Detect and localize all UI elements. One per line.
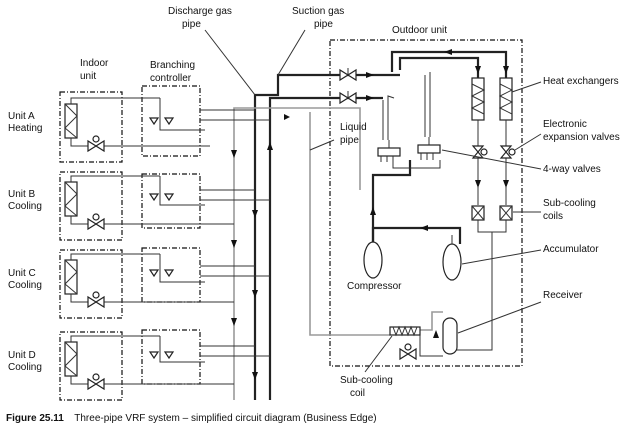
branch-controller-a bbox=[118, 85, 210, 157]
label-receiver: Receiver bbox=[543, 290, 583, 301]
branch-controller-d bbox=[118, 329, 234, 385]
compressor-accumulator-line bbox=[371, 226, 462, 244]
branch-c-to-trunk bbox=[200, 265, 270, 277]
branch-d-to-trunk bbox=[200, 345, 270, 357]
label-unit-c-mode: Cooling bbox=[8, 280, 42, 291]
heat-exchanger-2 bbox=[498, 77, 514, 121]
sub-cooling-coil-outdoor-2 bbox=[499, 205, 513, 221]
label-unit-b-name: Unit B bbox=[8, 189, 36, 200]
sub-cooling-coil-liquid bbox=[389, 325, 421, 337]
label-accumulator: Accumulator bbox=[543, 244, 599, 255]
leader-heat-exchangers bbox=[511, 81, 542, 93]
label-sub-cooling-coil-1: Sub-cooling bbox=[340, 375, 393, 386]
receiver bbox=[442, 317, 458, 355]
liquid-to-receiver bbox=[420, 311, 443, 331]
label-sub-cooling-coils-1: Sub-cooling bbox=[543, 198, 596, 209]
label-branching-controller-2: controller bbox=[150, 73, 192, 84]
label-electronic-expansion-valves-2: expansion valves bbox=[543, 132, 620, 143]
four-way-valve-1 bbox=[377, 95, 401, 162]
branch-controller-c bbox=[118, 247, 234, 303]
label-sub-cooling-coils-2: coils bbox=[543, 211, 563, 222]
indoor-unit-d bbox=[59, 331, 123, 401]
label-unit-c-name: Unit C bbox=[8, 268, 36, 279]
four-way-link bbox=[392, 160, 441, 169]
leader-discharge bbox=[204, 29, 256, 96]
figure-caption: Figure 25.11 Three-pipe VRF system – sim… bbox=[6, 408, 377, 425]
leader-expansion-valves bbox=[514, 133, 542, 151]
figure-caption-text: Three-pipe VRF system – simplified circu… bbox=[74, 413, 376, 424]
hx1-top-pipe bbox=[398, 56, 480, 78]
label-outdoor-unit: Outdoor unit bbox=[392, 25, 447, 36]
label-liquid-pipe-1: Liquid bbox=[340, 122, 367, 133]
expansion-valve-1 bbox=[471, 145, 488, 159]
label-heat-exchangers: Heat exchangers bbox=[543, 76, 619, 87]
leader-suction bbox=[277, 29, 306, 76]
label-discharge-gas-pipe-2: pipe bbox=[182, 19, 201, 30]
leader-sub-cooling-coil bbox=[364, 335, 393, 373]
label-indoor-unit-1: Indoor bbox=[80, 58, 109, 69]
label-unit-a-mode: Heating bbox=[8, 123, 42, 134]
indoor-unit-b bbox=[59, 171, 123, 241]
liquid-pipe-routing bbox=[233, 107, 390, 336]
receiver-feed-pipe bbox=[455, 232, 493, 351]
leader-4-way-valves bbox=[441, 149, 542, 170]
label-unit-b-mode: Cooling bbox=[8, 201, 42, 212]
expansion-valve-2 bbox=[499, 145, 516, 159]
discharge-gas-pipe-top bbox=[253, 73, 400, 100]
suction-valve bbox=[339, 91, 357, 105]
hx2-top-pipe bbox=[390, 50, 508, 78]
label-suction-gas-pipe-1: Suction gas bbox=[292, 6, 344, 17]
label-compressor: Compressor bbox=[347, 281, 402, 292]
liquid-expansion-valve bbox=[399, 343, 417, 361]
branch-a-to-trunk bbox=[200, 109, 270, 121]
sub-coil-join bbox=[477, 220, 507, 233]
label-electronic-expansion-valves-1: Electronic bbox=[543, 119, 587, 130]
suction-gas-pipe-top bbox=[268, 96, 383, 108]
sub-cooling-coil-outdoor-1 bbox=[471, 205, 485, 221]
flow-arrows bbox=[231, 49, 509, 380]
discharge-valve bbox=[339, 68, 357, 82]
label-sub-cooling-coil-2: coil bbox=[350, 388, 365, 399]
label-4-way-valves: 4-way valves bbox=[543, 164, 601, 175]
label-unit-d-name: Unit D bbox=[8, 350, 36, 361]
heat-exchanger-1 bbox=[470, 77, 486, 121]
label-unit-a-name: Unit A bbox=[8, 111, 35, 122]
indoor-unit-a bbox=[59, 91, 123, 163]
leader-liquid bbox=[309, 139, 335, 151]
receiver-outlet bbox=[419, 335, 443, 357]
label-suction-gas-pipe-2: pipe bbox=[314, 19, 333, 30]
figure-number: Figure 25.11 bbox=[6, 413, 64, 424]
label-unit-d-mode: Cooling bbox=[8, 362, 42, 373]
label-discharge-gas-pipe-1: Discharge gas bbox=[168, 6, 232, 17]
compressor bbox=[363, 241, 383, 279]
leader-accumulator bbox=[461, 249, 542, 265]
compressor-discharge-line bbox=[371, 160, 412, 242]
label-branching-controller-1: Branching bbox=[150, 60, 195, 71]
label-liquid-pipe-2: pipe bbox=[340, 135, 359, 146]
branch-controller-b bbox=[118, 173, 234, 229]
label-indoor-unit-2: unit bbox=[80, 71, 96, 82]
branch-b-to-trunk bbox=[200, 189, 270, 201]
accumulator bbox=[442, 243, 462, 281]
leader-receiver bbox=[457, 301, 542, 334]
four-way-valve-2 bbox=[417, 72, 441, 160]
indoor-unit-c bbox=[59, 249, 123, 319]
outdoor-unit-boundary bbox=[329, 39, 523, 367]
